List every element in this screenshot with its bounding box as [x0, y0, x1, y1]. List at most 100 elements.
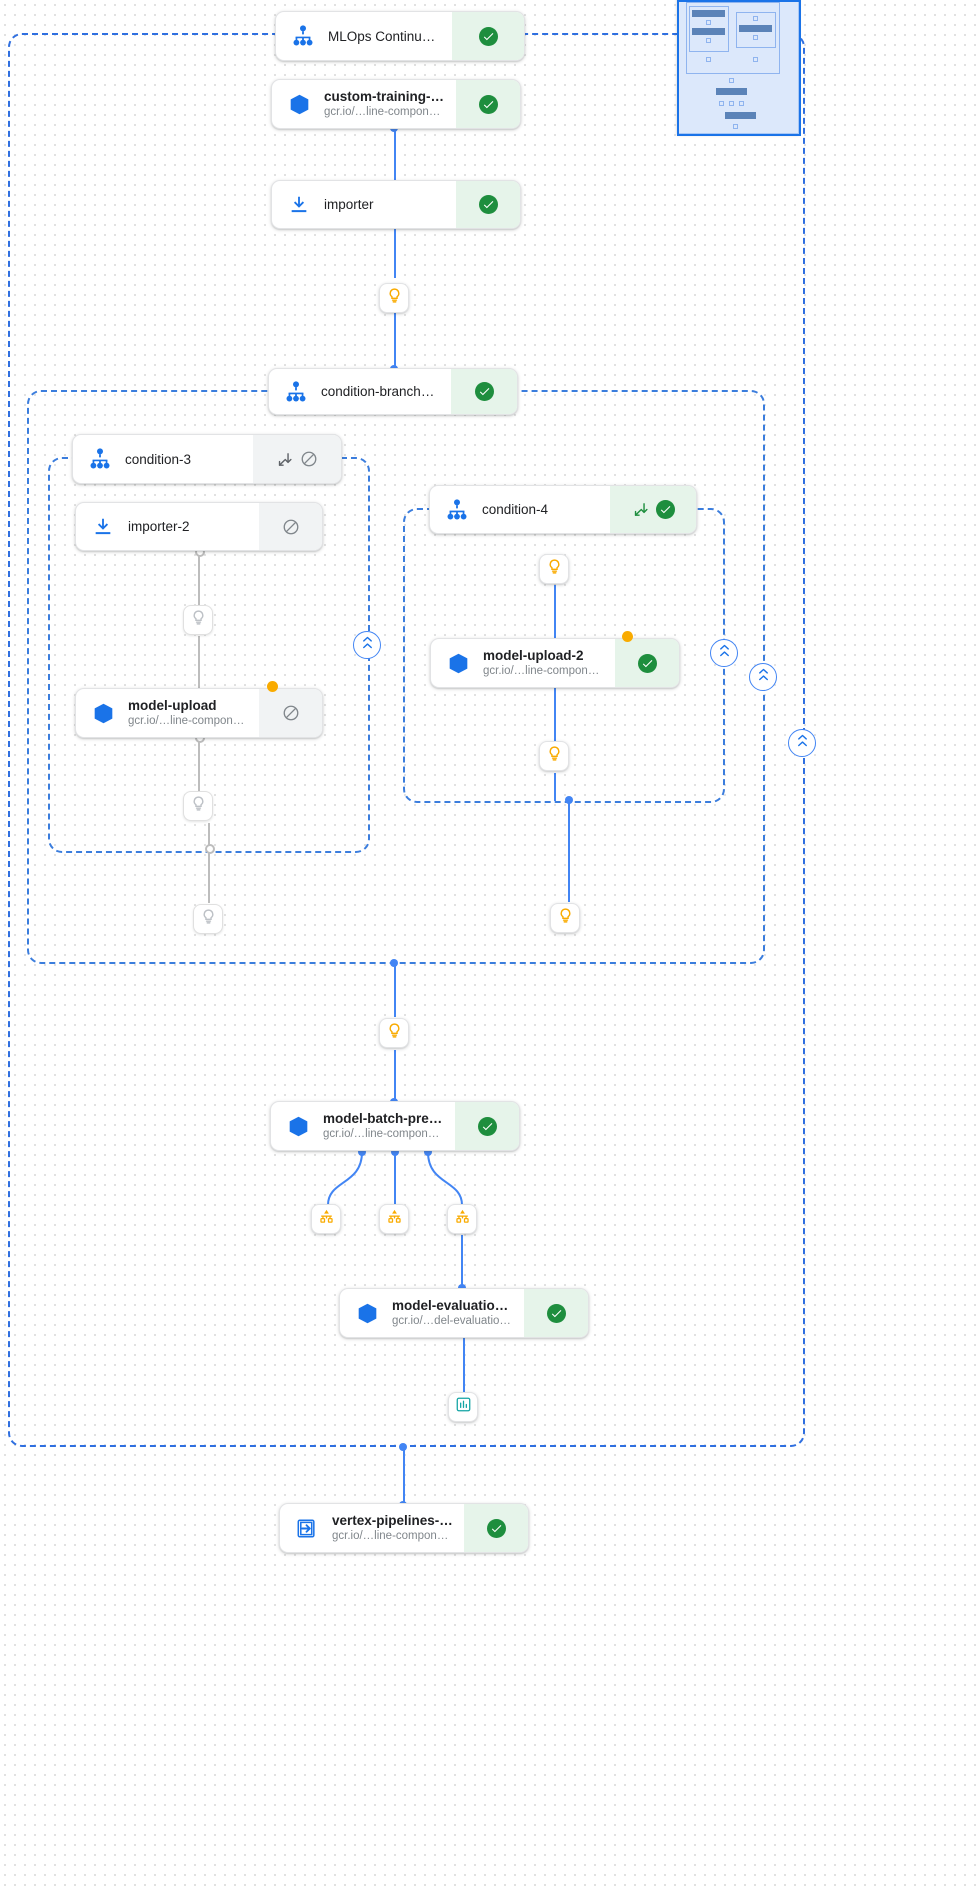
node-title: condition-3 — [125, 451, 192, 467]
minimap-node-tile — [753, 35, 758, 40]
container-cube-icon — [284, 89, 314, 119]
edge-endpoint — [399, 1443, 407, 1451]
collapse-toggle-button[interactable] — [710, 639, 738, 667]
node-status-badges[interactable] — [259, 503, 322, 550]
minimap-node-tile — [733, 124, 738, 129]
edge-line — [394, 313, 396, 371]
artifact-node[interactable] — [193, 904, 223, 934]
graph-minimap[interactable] — [677, 0, 801, 136]
condition-4-node[interactable]: condition-4 — [429, 485, 697, 534]
custom-training-job-node[interactable]: custom-training-job gcr.io/…line-compone… — [271, 79, 521, 129]
node-text: condition-4 — [482, 501, 548, 518]
exit-arrow-icon — [292, 1513, 322, 1543]
edge-line — [394, 228, 396, 278]
node-status-badges[interactable] — [524, 1289, 588, 1337]
condition-3-node[interactable]: condition-3 — [72, 434, 342, 484]
node-subtitle: gcr.io/…line-components:2.6.0 — [323, 1128, 445, 1140]
dataset-node[interactable] — [311, 1204, 341, 1234]
edge-endpoint — [358, 1148, 366, 1156]
node-body: vertex-pipelines-notificat… gcr.io/…line… — [280, 1504, 464, 1552]
node-subtitle: gcr.io/…line-components:2.6.0 — [483, 665, 605, 677]
lightbulb-icon — [546, 558, 563, 580]
dataset-icon — [386, 1208, 403, 1230]
minimap-node-tile — [706, 20, 711, 25]
node-title: condition-branches-2 — [321, 384, 441, 399]
vertex-pipelines-notification-node[interactable]: vertex-pipelines-notificat… gcr.io/…line… — [279, 1503, 529, 1553]
chevron-collapse-icon — [360, 635, 375, 655]
node-status-badges[interactable] — [452, 12, 524, 60]
lightbulb-icon — [386, 287, 403, 309]
node-status-badges[interactable] — [610, 486, 696, 533]
artifact-node[interactable] — [183, 605, 213, 635]
edge-endpoint — [424, 1148, 432, 1156]
dataset-icon — [454, 1208, 471, 1230]
node-text: model-batch-predict gcr.io/…line-compone… — [323, 1110, 445, 1142]
edge-endpoint — [391, 1148, 399, 1156]
skip-arrow-icon — [276, 450, 294, 468]
node-status-badges[interactable] — [456, 80, 520, 128]
mlops-continuous-training-node[interactable]: MLOps Continuous Traini… — [275, 11, 525, 61]
check-circle-icon — [478, 94, 498, 114]
check-circle-icon — [478, 195, 498, 214]
node-body: condition-branches-2 — [269, 369, 451, 414]
artifact-node[interactable] — [183, 791, 213, 821]
minimap-viewport-rect[interactable] — [677, 0, 801, 136]
node-status-badges[interactable] — [451, 369, 517, 414]
container-cube-icon — [352, 1298, 382, 1328]
minimap-node-tile — [706, 57, 711, 62]
node-status-badges[interactable] — [464, 1504, 528, 1552]
model-upload-2-node[interactable]: model-upload-2 gcr.io/…line-components:2… — [430, 638, 680, 688]
dataset-node[interactable] — [447, 1204, 477, 1234]
check-circle-icon — [637, 653, 657, 673]
collapse-toggle-button[interactable] — [749, 663, 777, 691]
collapse-toggle-button[interactable] — [788, 729, 816, 757]
lightbulb-icon — [190, 609, 207, 631]
model-evaluation-regression-node[interactable]: model-evaluation-regres… gcr.io/…del-eva… — [339, 1288, 589, 1338]
pipeline-dag-icon — [85, 444, 115, 474]
artifact-node[interactable] — [379, 1018, 409, 1048]
node-title: model-batch-predict — [323, 1111, 445, 1126]
model-upload-node[interactable]: model-upload gcr.io/…line-components:2.6… — [75, 688, 323, 738]
node-text: MLOps Continuous Traini… — [328, 28, 442, 45]
artifact-node[interactable] — [379, 283, 409, 313]
lightbulb-icon — [190, 795, 207, 817]
dataset-node[interactable] — [379, 1204, 409, 1234]
node-status-badges[interactable] — [259, 689, 322, 737]
node-status-badges[interactable] — [253, 435, 341, 483]
node-subtitle: gcr.io/…line-components:2.6.0 — [332, 1530, 454, 1542]
model-batch-predict-node[interactable]: model-batch-predict gcr.io/…line-compone… — [270, 1101, 520, 1151]
container-cube-icon — [283, 1111, 313, 1141]
edge-endpoint — [390, 959, 398, 967]
node-text: importer — [324, 196, 374, 213]
pipeline-dag-icon — [281, 377, 311, 407]
node-body: condition-4 — [430, 486, 610, 533]
collapse-toggle-button[interactable] — [353, 631, 381, 659]
chevron-collapse-icon — [717, 643, 732, 663]
edge-line — [554, 773, 556, 801]
edge-line — [394, 963, 396, 1017]
check-circle-icon — [486, 1518, 506, 1538]
node-text: importer-2 — [128, 518, 190, 535]
importer-node[interactable]: importer — [271, 180, 521, 229]
node-subtitle: gcr.io/…line-components:2.6.0 — [128, 715, 249, 727]
edge-line-skipped — [198, 737, 200, 791]
node-status-badges[interactable] — [456, 181, 520, 228]
edge-line — [554, 585, 556, 639]
metrics-node[interactable] — [448, 1392, 478, 1422]
node-status-badges[interactable] — [455, 1102, 519, 1150]
condition-branches-2-node[interactable]: condition-branches-2 — [268, 368, 518, 415]
node-status-badges[interactable] — [615, 639, 679, 687]
minimap-node-bar — [716, 88, 747, 95]
blocked-circle-icon — [281, 517, 300, 536]
lightbulb-icon — [546, 745, 563, 767]
lightbulb-icon — [386, 1022, 403, 1044]
minimap-node-tile — [706, 38, 711, 43]
artifact-node[interactable] — [539, 741, 569, 771]
importer-2-node[interactable]: importer-2 — [75, 502, 323, 551]
artifact-node[interactable] — [539, 554, 569, 584]
artifact-node[interactable] — [550, 903, 580, 933]
node-text: custom-training-job gcr.io/…line-compone… — [324, 88, 446, 120]
node-subtitle: gcr.io/…del-evaluation:v0.9.3 — [392, 1315, 514, 1327]
minimap-node-tile — [753, 57, 758, 62]
